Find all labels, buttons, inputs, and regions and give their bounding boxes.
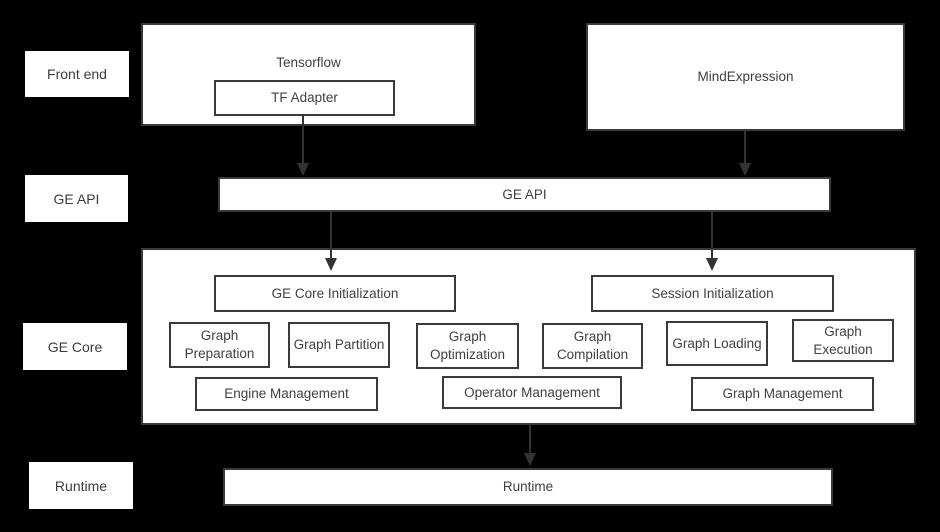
tensorflow-label: Tensorflow <box>276 55 341 70</box>
arrow-line <box>302 114 304 163</box>
row-label-ge-core: GE Core <box>23 323 127 370</box>
arrow-mindexpression-to-ge-api-icon <box>739 131 751 176</box>
session-initialization-box: Session Initialization <box>591 275 834 312</box>
ge-api-bar: GE API <box>218 177 831 212</box>
row-label-runtime: Runtime <box>29 462 133 509</box>
arrow-ge-api-to-core-init-icon <box>325 212 337 271</box>
arrow-ge-api-to-session-init-icon <box>706 212 718 271</box>
arrow-line <box>711 212 713 258</box>
arrow-head <box>524 453 536 466</box>
arrow-ge-core-to-runtime-icon <box>524 425 536 466</box>
module-graph-execution: Graph Execution <box>792 319 894 362</box>
row-label-ge-api: GE API <box>25 175 128 222</box>
arrow-head <box>706 258 718 271</box>
module-graph-compilation: Graph Compilation <box>542 323 643 369</box>
module-graph-partition: Graph Partition <box>288 322 390 368</box>
arrow-tf-adapter-to-ge-api-icon <box>297 114 309 176</box>
tensorflow-box: Tensorflow TF Adapter <box>141 23 476 126</box>
arrow-head <box>297 163 309 176</box>
arrow-head <box>325 258 337 271</box>
ge-core-box: GE Core Initialization Session Initializ… <box>141 248 916 425</box>
engine-management-box: Engine Management <box>195 377 378 411</box>
mindexpression-box: MindExpression <box>586 23 905 131</box>
ge-core-initialization-box: GE Core Initialization <box>214 275 456 312</box>
operator-management-box: Operator Management <box>442 376 622 409</box>
graph-management-box: Graph Management <box>691 377 874 411</box>
arrow-line <box>744 131 746 163</box>
arrow-line <box>529 425 531 453</box>
module-graph-loading: Graph Loading <box>666 321 768 366</box>
arrow-head <box>739 163 751 176</box>
tf-adapter-box: TF Adapter <box>214 80 395 116</box>
row-label-front-end: Front end <box>25 51 129 97</box>
arrow-line <box>330 212 332 258</box>
module-graph-optimization: Graph Optimization <box>416 323 519 369</box>
module-graph-preparation: Graph Preparation <box>169 322 270 368</box>
runtime-bar: Runtime <box>223 468 833 506</box>
